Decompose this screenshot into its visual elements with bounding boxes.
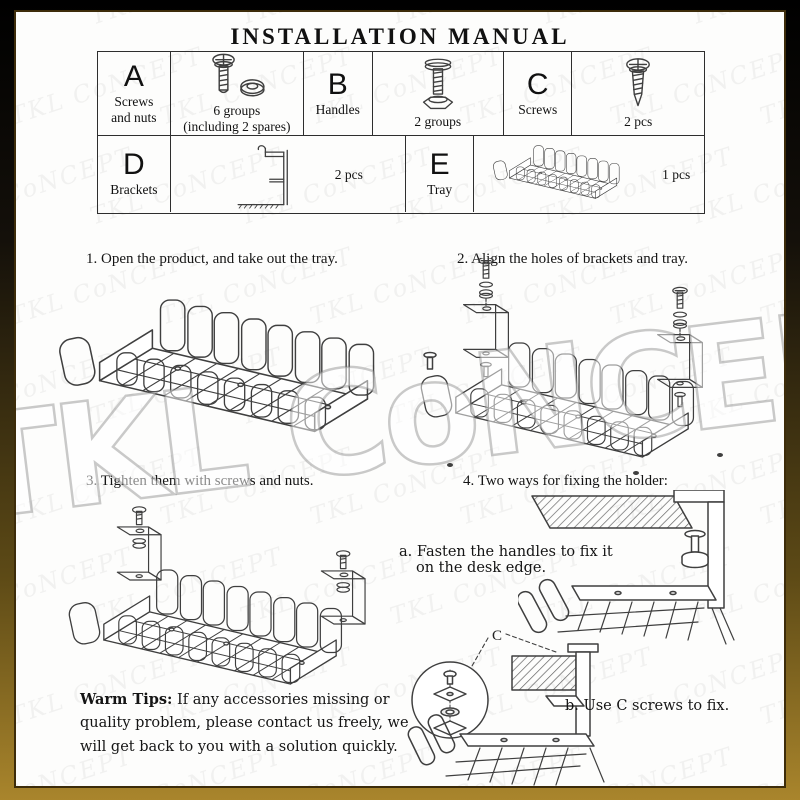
part-e-qty-cell: 1 pcs (474, 136, 704, 212)
step4b-text: b. Use C screws to fix. (565, 698, 730, 714)
step1-tray-illustration (56, 299, 375, 433)
parts-table-row-1: A Screws and nuts (98, 52, 704, 136)
part-b-qty-cell: 2 groups (373, 52, 504, 135)
step2-align-illustration (418, 258, 723, 475)
part-a-cell: A Screws and nuts (98, 52, 171, 135)
part-d-cell: D Brackets (98, 136, 171, 212)
part-e-cell: E Tray (406, 136, 475, 212)
parts-table-row-2: D Brackets (98, 136, 704, 212)
tapping-screw-icon (626, 58, 651, 107)
part-a-name: Screws (114, 93, 154, 109)
page-title: INSTALLATION MANUAL (230, 24, 570, 49)
step2-text: 2. Align the holes of brackets and tray. (457, 251, 689, 267)
step1-text: 1. Open the product, and take out the tr… (86, 251, 338, 267)
c-callout-label: C (492, 628, 502, 644)
part-a-qty-cell: 6 groups (including 2 spares) (171, 52, 305, 135)
step4-text: 4. Two ways for fixing the holder: (463, 473, 668, 489)
part-d-qty-cell: 2 pcs (171, 136, 406, 212)
part-b-cell: B Handles (304, 52, 373, 135)
part-c-qty-cell: 2 pcs (572, 52, 704, 135)
warm-tips: Warm Tips: If any accessories missing or… (80, 691, 409, 755)
step4a-clamp-illustration (518, 490, 735, 645)
part-a-letter: A (123, 59, 144, 93)
part-c-cell: C Screws (504, 52, 573, 135)
c-bracket-icon (237, 145, 288, 209)
handle-bolt-icon (422, 58, 453, 110)
step3-tighten-illustration (66, 506, 366, 685)
step3-text: 3. Tighten them with screws and nuts. (86, 473, 314, 489)
parts-table: A Screws and nuts (97, 51, 705, 214)
step4b-cscrew-illustration: C (407, 628, 605, 786)
wire-tray-icon (492, 145, 620, 199)
screw-and-nut-icon (212, 54, 265, 97)
step4a-text: a. Fasten the handles to fix it on the d… (399, 544, 613, 576)
warm-tips-label: Warm Tips: (80, 691, 173, 708)
